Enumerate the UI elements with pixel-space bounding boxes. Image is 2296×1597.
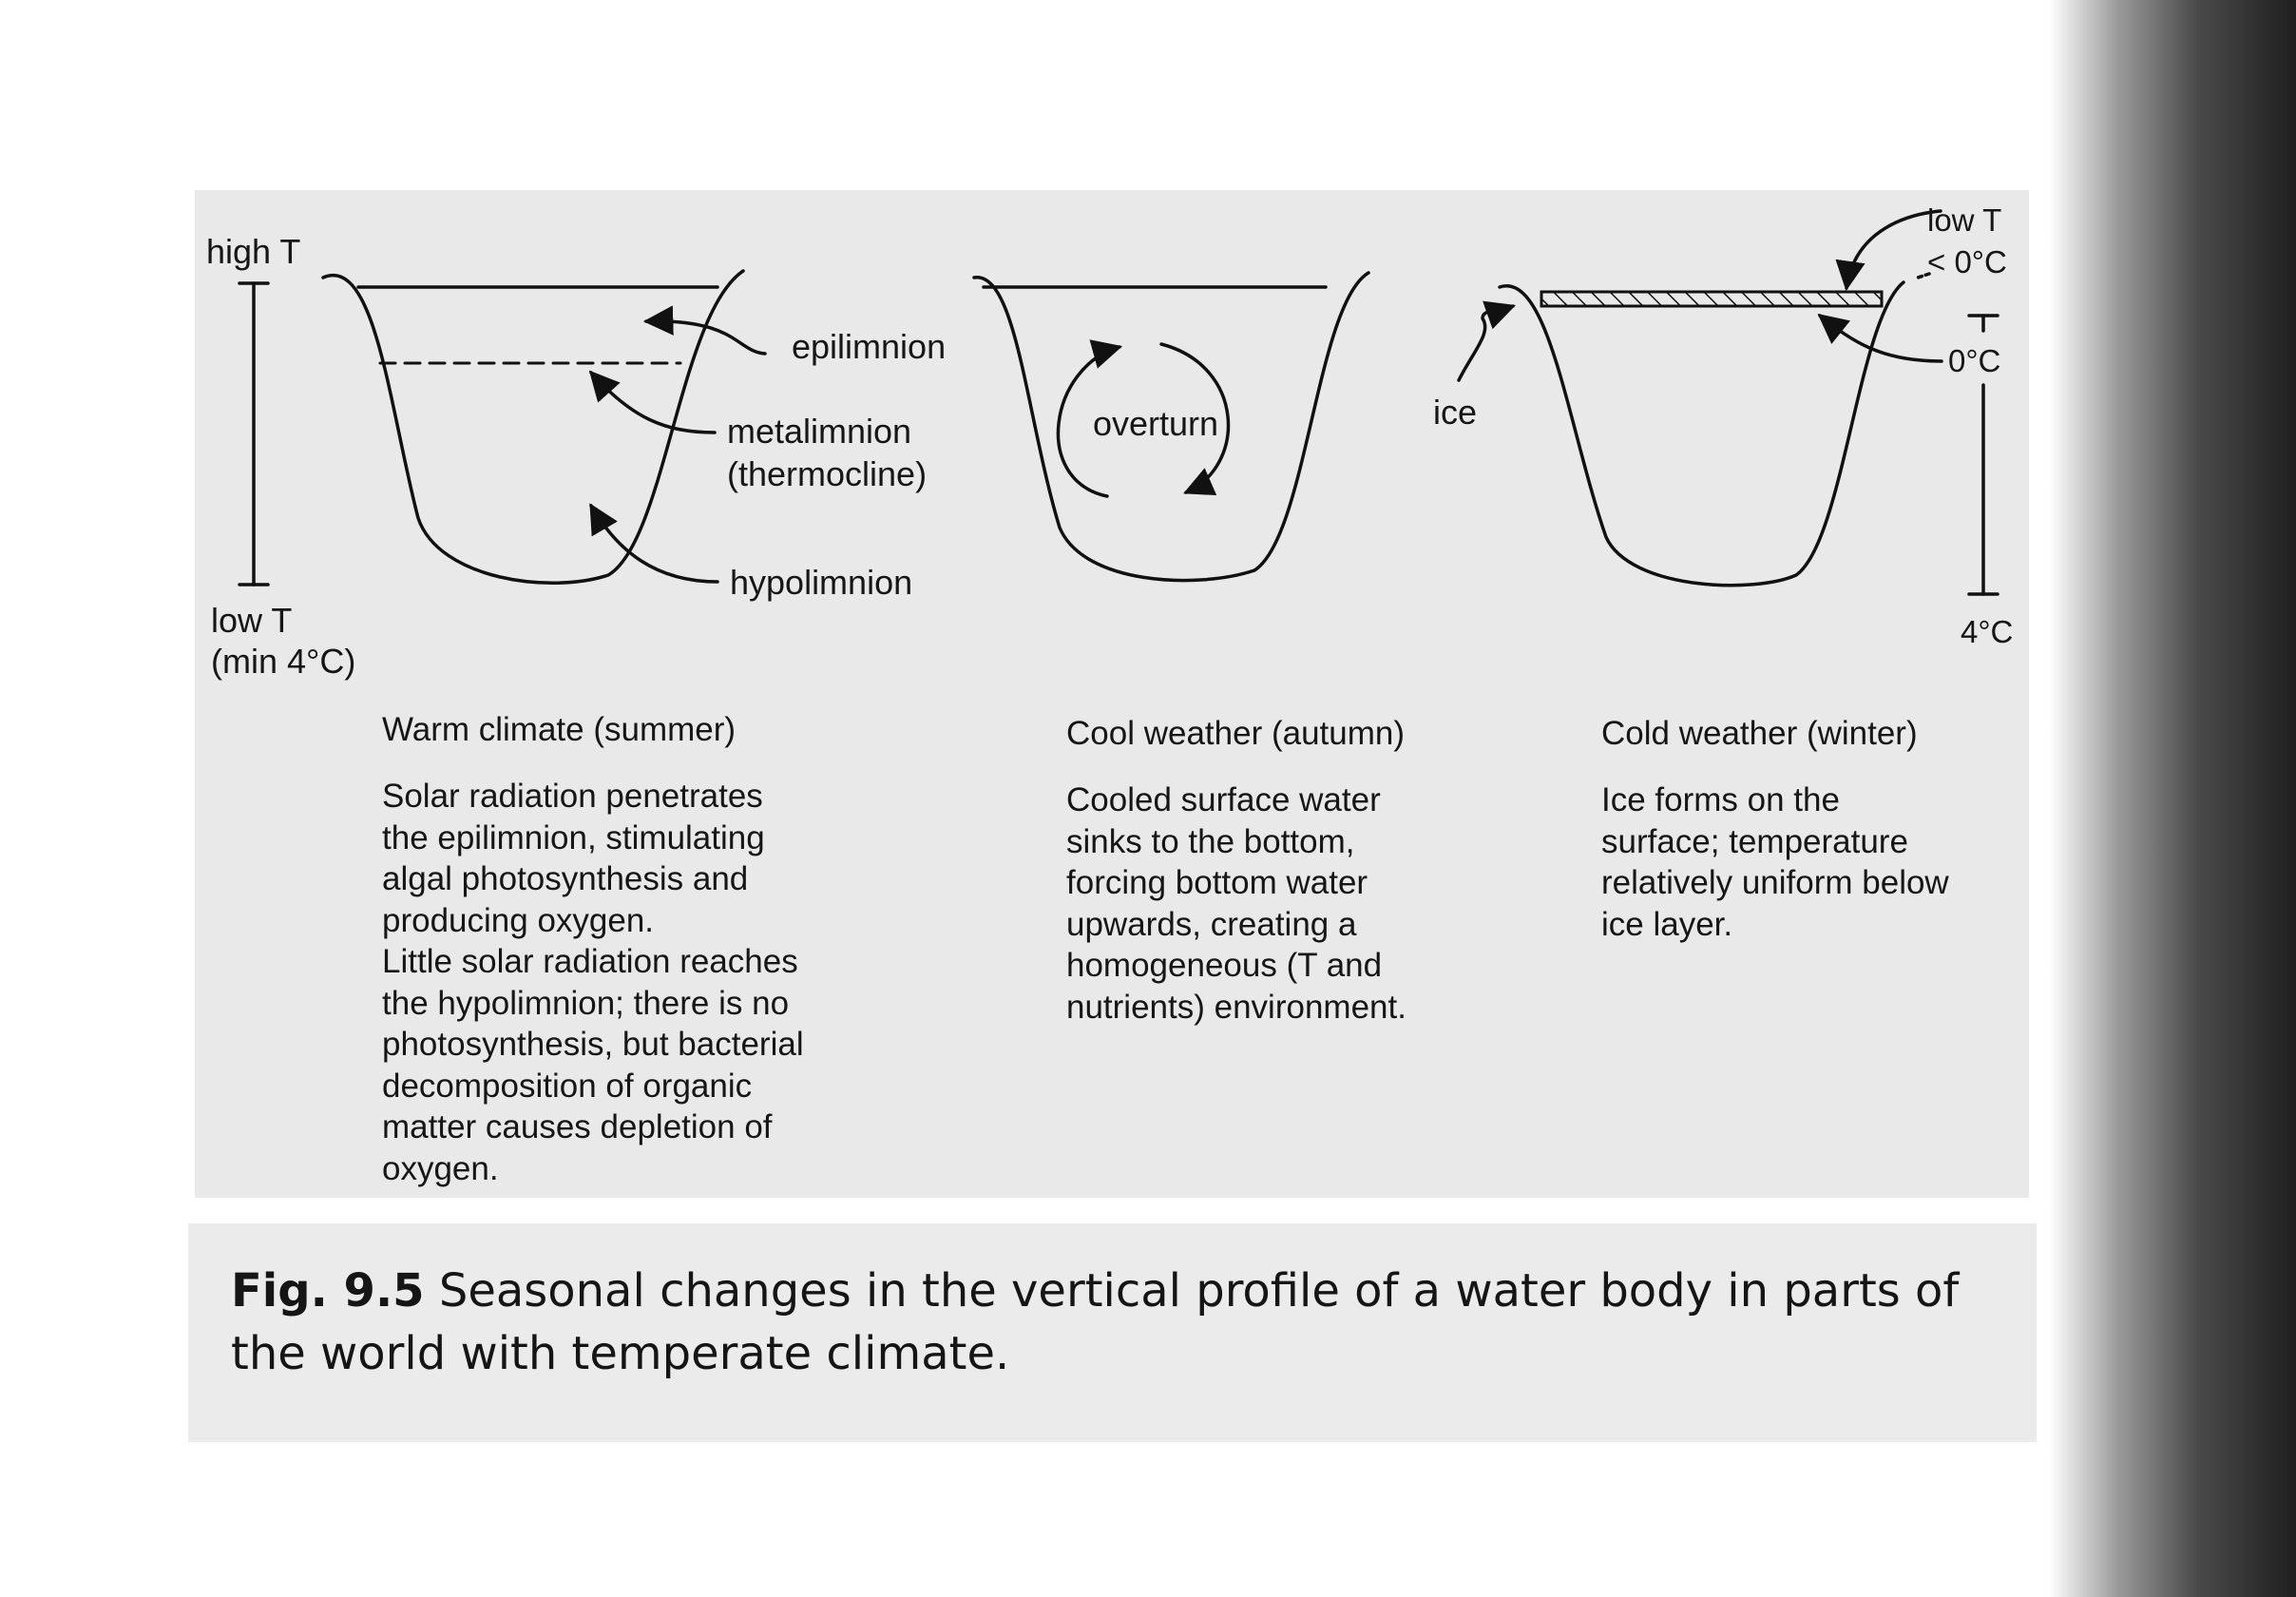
winter-lake-basin	[1457, 209, 1943, 587]
metalimnion-arrow	[588, 370, 717, 434]
summer-description: Solar radiation penetrates the epilimnio…	[382, 778, 804, 1187]
hypolimnion-label: hypolimnion	[730, 563, 913, 602]
winter-description: Ice forms on the surface; temperature re…	[1601, 781, 1949, 943]
hypolimnion-arrow	[589, 503, 719, 584]
ice-layer	[1540, 290, 1884, 308]
summer-title: Warm climate (summer)	[382, 711, 737, 748]
figure-caption-text: Seasonal changes in the vertical profile…	[231, 1264, 1960, 1380]
below-zero-label: < 0°C	[1927, 244, 2007, 279]
summer-lake-basin	[321, 269, 767, 585]
figure-number: Fig. 9.5	[231, 1264, 425, 1318]
autumn-description: Cooled surface water sinks to the bottom…	[1066, 781, 1406, 1026]
autumn-title: Cool weather (autumn)	[1066, 715, 1405, 752]
zero-temp-arrow	[1817, 314, 1943, 363]
thermocline-label: (thermocline)	[727, 454, 928, 493]
zero-temp-label: 0°C	[1948, 343, 2001, 378]
overturn-arrow-down	[1159, 342, 1231, 496]
ice-arrow	[1457, 300, 1516, 382]
ice-label: ice	[1433, 393, 1478, 432]
left-temperature-scale	[238, 281, 270, 587]
overturn-arrow-up	[1056, 339, 1123, 498]
four-temp-label: 4°C	[1961, 614, 2014, 649]
right-low-temp-label: low T	[1927, 202, 2002, 238]
overturn-label: overturn	[1093, 404, 1219, 443]
caption-band	[188, 1223, 2037, 1442]
epilimnion-arrow	[642, 305, 767, 356]
low-temp-label: low T	[211, 601, 293, 640]
low-temp-arrow	[1835, 209, 1942, 292]
figure-caption: Fig. 9.5 Seasonal changes in the vertica…	[231, 1260, 2018, 1385]
min-temp-note: (min 4°C)	[211, 642, 356, 681]
metalimnion-label: metalimnion	[727, 412, 912, 451]
high-temp-label: high T	[206, 232, 301, 271]
epilimnion-label: epilimnion	[792, 327, 947, 366]
autumn-lake-basin	[972, 271, 1370, 583]
page-edge-shadow	[2049, 0, 2296, 1597]
right-temperature-scale	[1967, 314, 1999, 596]
winter-title: Cold weather (winter)	[1601, 715, 1918, 752]
